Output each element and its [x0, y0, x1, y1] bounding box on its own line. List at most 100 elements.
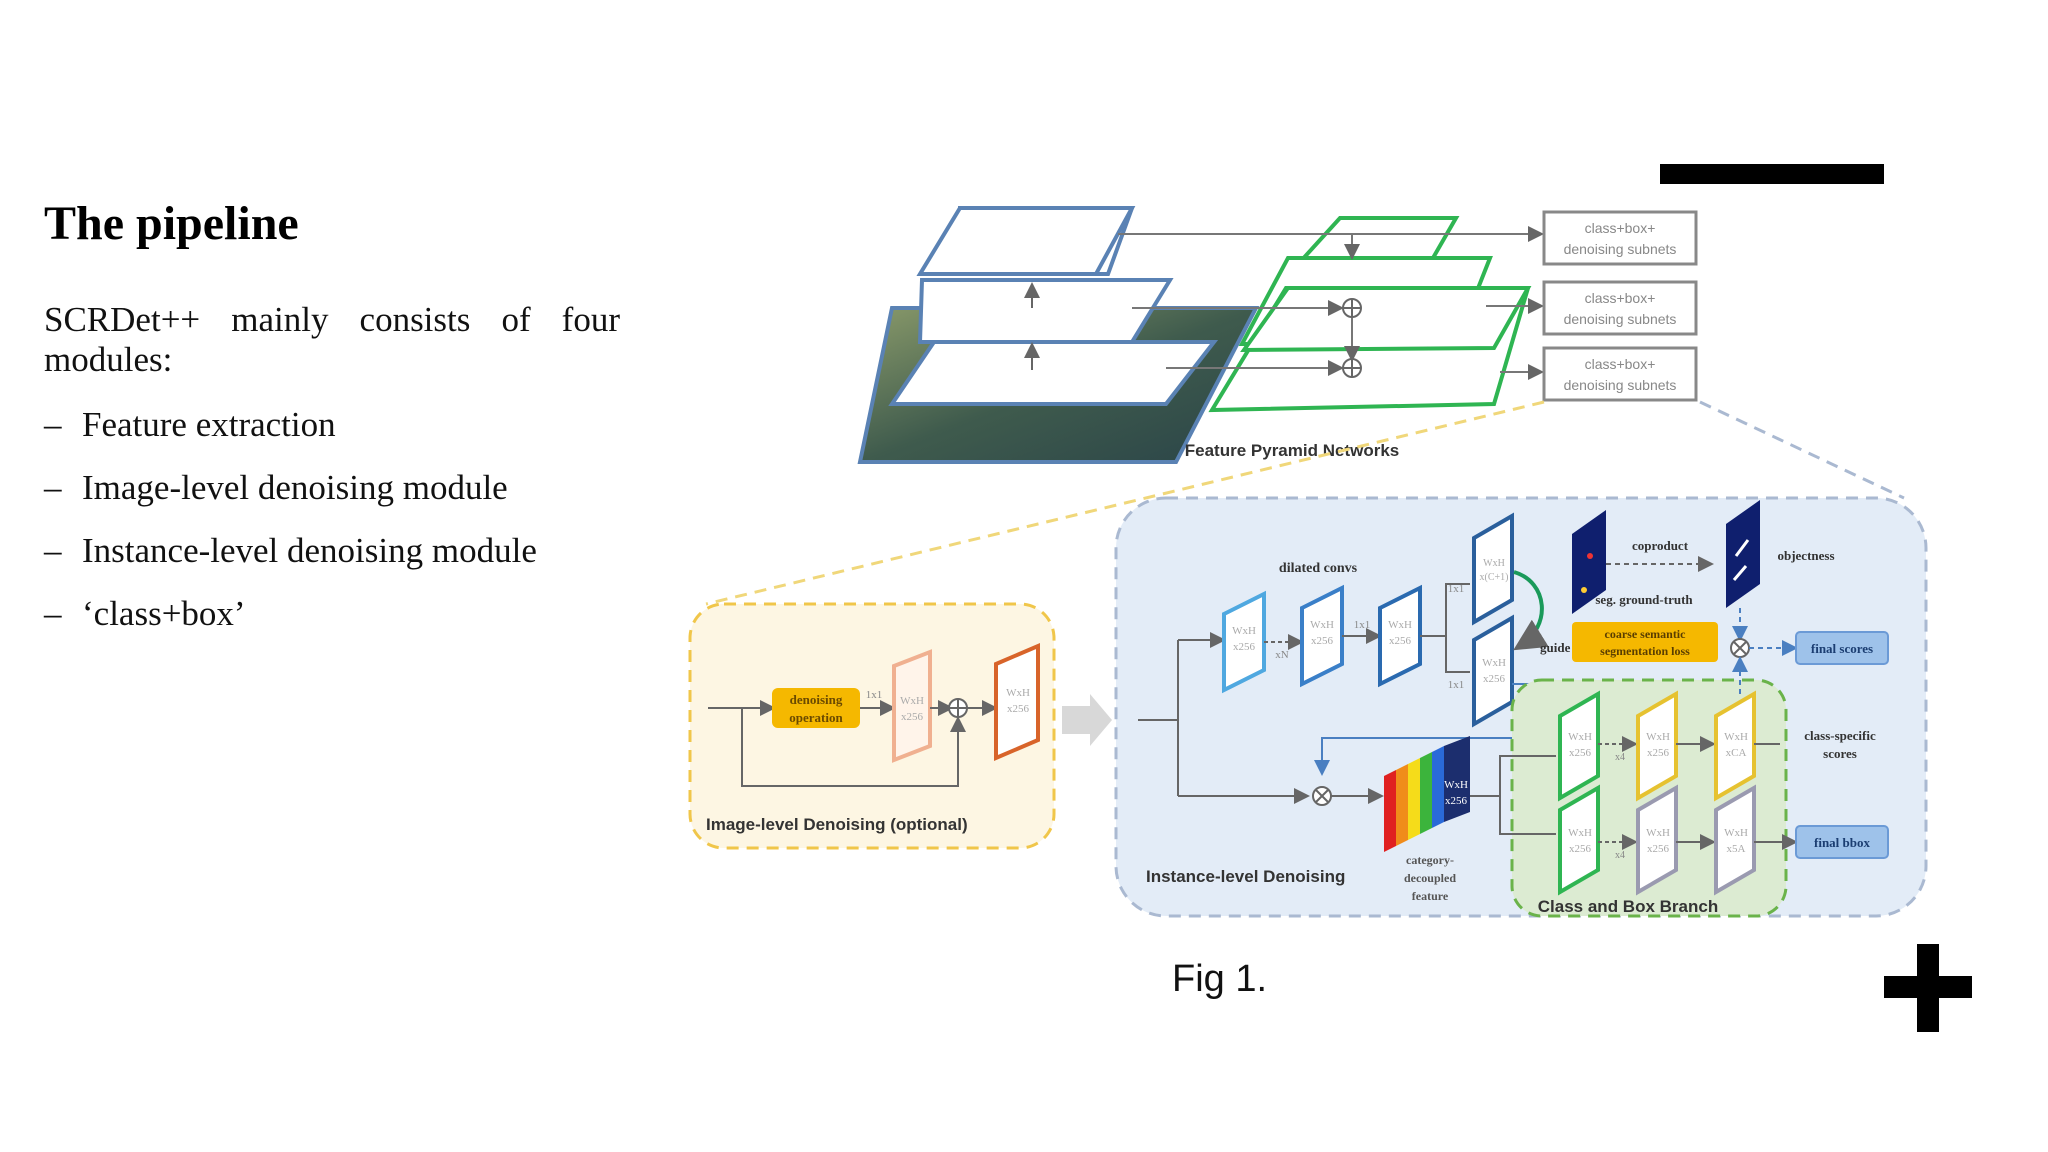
bullet-dash: –	[44, 531, 62, 570]
segmentation-loss-box	[1572, 622, 1718, 662]
class-branch-map	[1714, 690, 1756, 802]
bullet-text: Image-level denoising module	[82, 468, 508, 507]
repeat-label: x4	[1615, 850, 1625, 861]
final-bbox-label: final bbox	[1814, 835, 1870, 850]
box-branch-map	[1558, 784, 1600, 896]
fpn-blue-layer	[916, 206, 1136, 276]
feature-label: decoupled	[1404, 871, 1456, 885]
map-label: x256	[1311, 635, 1334, 647]
repeat-label: x4	[1615, 752, 1625, 763]
subnet-box: class+box+ denoising subnets	[1542, 280, 1698, 336]
dilated-conv-map	[1378, 584, 1422, 688]
conv-label: 1x1	[1448, 583, 1465, 595]
instance-level-panel: dilated convs WxH x256 xN WxH x256 1x1 W…	[1114, 496, 1928, 918]
subnet-box: class+box+ denoising subnets	[1542, 346, 1698, 402]
list-item: –‘class+box’	[44, 594, 537, 657]
map-label: x256	[1389, 635, 1412, 647]
repeat-label: xN	[1275, 649, 1289, 661]
map-label: x256	[901, 711, 924, 723]
map-label: WxH	[1646, 827, 1670, 839]
map-label: x256	[1233, 641, 1256, 653]
map-label: WxH	[1646, 731, 1670, 743]
feature-label: feature	[1412, 889, 1449, 903]
dilated-conv-map	[1300, 584, 1344, 688]
bullet-text: Feature extraction	[82, 405, 336, 444]
slide-title: The pipeline	[44, 197, 299, 250]
subnet-label: class+box+	[1585, 290, 1656, 306]
conv-label: 1x1	[1354, 619, 1371, 631]
dilated-label: dilated convs	[1279, 561, 1358, 576]
bullet-dash: –	[44, 594, 62, 633]
instance-level-title: Instance-level Denoising	[1146, 867, 1345, 886]
class-branch-map	[1636, 690, 1678, 802]
conv-label: 1x1	[1448, 679, 1465, 691]
map-label: x256	[1569, 843, 1592, 855]
zoom-guide-line	[1699, 400, 1905, 500]
fpn-blue-layer	[917, 278, 1174, 344]
loss-label: coarse semantic	[1605, 627, 1687, 641]
seg-ground-truth-image	[1572, 510, 1606, 614]
class-scores-label: scores	[1823, 746, 1857, 761]
figure-caption: Fig 1.	[1172, 958, 1268, 1000]
map-label: x256	[1647, 843, 1670, 855]
denoising-operation-box	[772, 688, 860, 728]
category-decoupled-feature: WxH x256	[1384, 736, 1470, 852]
subnet-label: denoising subnets	[1564, 311, 1677, 327]
decorative-bar	[1660, 164, 1884, 184]
map-label: WxH	[1724, 731, 1748, 743]
objectness-label: objectness	[1777, 548, 1834, 563]
fpn-title: Feature Pyramid Networks	[1185, 441, 1399, 460]
map-label: x(C+1)	[1480, 572, 1509, 583]
bullet-text: Instance-level denoising module	[82, 531, 537, 570]
image-level-title: Image-level Denoising (optional)	[706, 815, 968, 834]
subnet-label: class+box+	[1585, 220, 1656, 236]
zoom-guide-line	[705, 400, 1545, 606]
map-label: WxH	[900, 695, 924, 707]
map-label: WxH	[1310, 619, 1334, 631]
final-bbox-box	[1795, 825, 1889, 859]
branch-title: Class and Box Branch	[1538, 897, 1718, 916]
image-level-panel: denoising operation 1x1 WxH x256 WxH x25…	[688, 602, 1056, 850]
list-item: –Instance-level denoising module	[44, 531, 537, 594]
objectness-image	[1726, 500, 1760, 608]
subnet-label: denoising subnets	[1564, 377, 1677, 393]
flow-arrow	[1062, 694, 1112, 746]
intro-text: SCRDet++ mainly consists of four modules…	[44, 300, 620, 379]
map-label: WxH	[1482, 657, 1506, 669]
op-label: denoising	[790, 692, 843, 707]
map-label: WxH	[1483, 558, 1505, 569]
map-label: x256	[1647, 747, 1670, 759]
feature-map	[892, 649, 932, 763]
fpn-green-layer	[1240, 286, 1532, 353]
module-list: –Feature extraction –Image-level denoisi…	[44, 405, 537, 657]
class-scores-label: class-specific	[1804, 728, 1876, 743]
conv-label: 1x1	[866, 689, 883, 701]
map-label: WxH	[1444, 779, 1468, 791]
fpn-blue-layer	[888, 340, 1219, 406]
class-box-branch: WxH x256 x4 WxH x256 WxH xCA WxH x256 x4…	[1470, 656, 1889, 918]
final-scores-box	[1795, 631, 1889, 665]
dilated-conv-map	[1222, 590, 1266, 694]
map-label: WxH	[1568, 827, 1592, 839]
box-branch-map	[1636, 784, 1678, 896]
op-label: operation	[789, 710, 843, 725]
map-label: x256	[1483, 673, 1506, 685]
subnet-box: class+box+ denoising subnets	[1542, 210, 1698, 266]
coproduct-label: coproduct	[1632, 538, 1689, 553]
feature-map	[1472, 512, 1514, 626]
map-label: WxH	[1006, 687, 1030, 699]
guide-arrow	[1513, 570, 1549, 651]
map-label: WxH	[1388, 619, 1412, 631]
final-scores-label: final scores	[1811, 641, 1873, 656]
feature-label: category-	[1406, 853, 1454, 867]
bullet-dash: –	[44, 405, 62, 444]
guide-label: guide	[1540, 640, 1571, 655]
map-label: x256	[1569, 747, 1592, 759]
fpn-section: class+box+ denoising subnets class+box+ …	[857, 206, 1698, 464]
class-branch-map	[1558, 690, 1600, 802]
seg-gt-label: seg. ground-truth	[1595, 592, 1693, 607]
map-label: xCA	[1726, 747, 1747, 759]
loss-label: segmentation loss	[1600, 644, 1690, 658]
map-label: WxH	[1232, 625, 1256, 637]
